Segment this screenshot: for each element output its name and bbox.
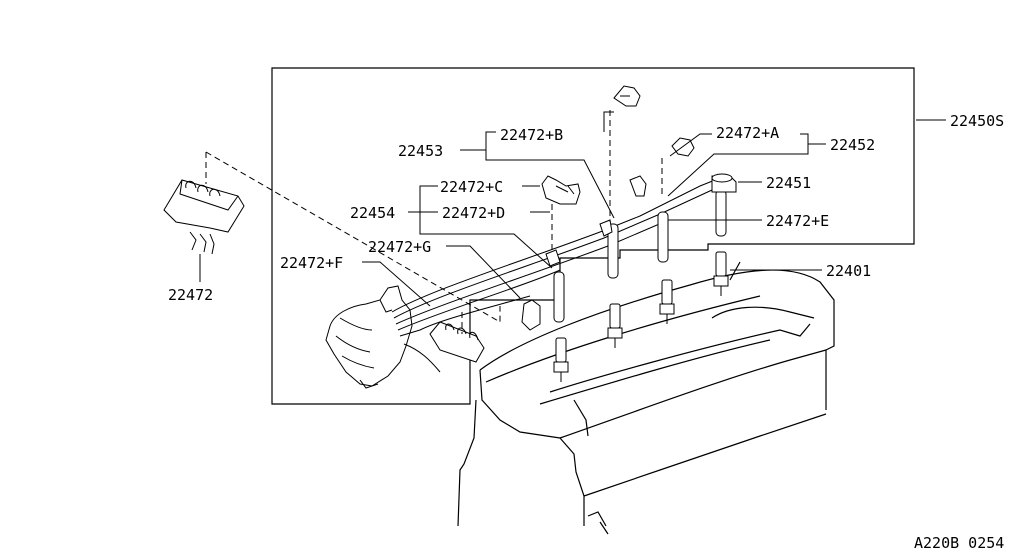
label-22472-g: 22472+G <box>368 238 431 256</box>
figure-code: A220B 0254 <box>914 534 1004 552</box>
label-22451: 22451 <box>766 174 811 192</box>
label-22472-f: 22472+F <box>280 254 343 272</box>
label-22472: 22472 <box>168 286 213 304</box>
label-22450s: 22450S <box>950 112 1004 130</box>
dashed-leader-to-kit <box>205 151 501 323</box>
loose-clip-22472 <box>163 179 245 282</box>
label-22472-b: 22472+B <box>500 126 563 144</box>
engine-block <box>457 261 835 535</box>
plug-boots <box>553 173 737 323</box>
distributor-cap <box>325 285 413 389</box>
label-22472-e: 22472+E <box>766 212 829 230</box>
label-22452: 22452 <box>830 136 875 154</box>
leader-lines <box>362 111 946 307</box>
spark-plugs <box>553 251 729 382</box>
label-22454: 22454 <box>350 204 395 222</box>
label-22453: 22453 <box>398 142 443 160</box>
kit-boundary-box <box>271 67 915 405</box>
label-22472-d: 22472+D <box>442 204 505 222</box>
label-22401: 22401 <box>826 262 871 280</box>
label-22472-c: 22472+C <box>440 178 503 196</box>
label-22472-a: 22472+A <box>716 124 779 142</box>
